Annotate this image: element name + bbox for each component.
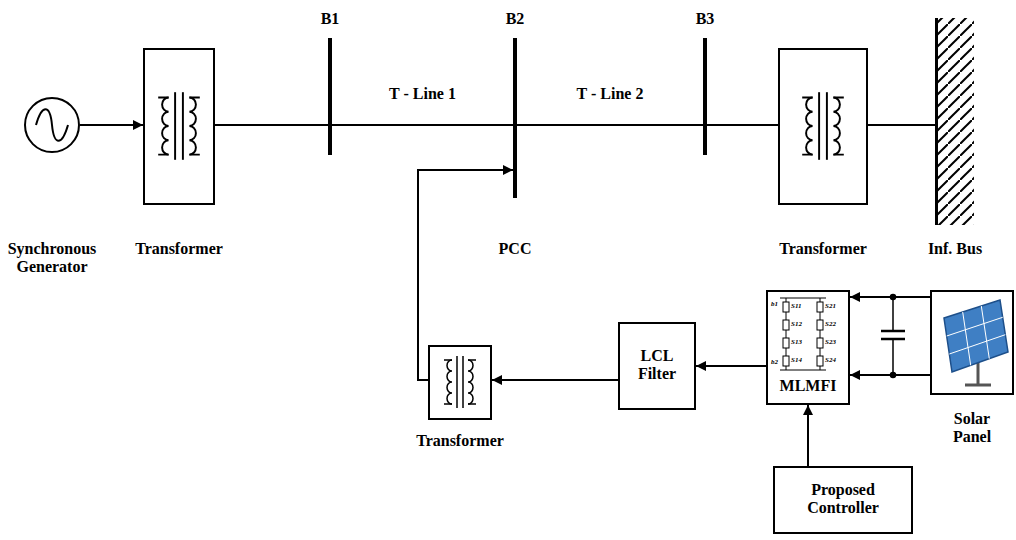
switch-label: S13	[791, 339, 802, 346]
bus-bar: B1	[328, 38, 332, 155]
wire-connector	[517, 124, 703, 126]
node-label: Transformer	[124, 240, 234, 258]
inverter-symbol	[780, 298, 826, 370]
solar-panel-box: Solar Panel	[930, 290, 1014, 395]
wire-connector	[418, 170, 513, 380]
node-label: LCL Filter	[626, 347, 688, 384]
node-label: B3	[685, 10, 725, 28]
node-label: MLMFI	[770, 377, 846, 395]
switch-label: S21	[825, 303, 836, 310]
wire-connector	[332, 124, 513, 126]
switch-label: S23	[825, 339, 836, 346]
terminal-label: b1	[771, 301, 778, 308]
node-sublabel: PCC	[485, 240, 545, 258]
wire-connector	[850, 296, 930, 298]
wire-connector	[215, 124, 328, 126]
wire-connector	[80, 124, 143, 126]
line-label: T - Line 2	[575, 85, 646, 103]
switch-label: S24	[825, 357, 836, 364]
transformer-symbol	[158, 92, 200, 160]
bus-bar: B2PCC	[513, 38, 517, 198]
node-label: Solar Panel	[937, 410, 1007, 447]
wire-connector	[707, 124, 778, 126]
wire-connector	[807, 405, 809, 466]
wire-connector	[492, 379, 618, 381]
transformer-box: Transformer	[778, 48, 868, 205]
infinite-bus: Inf. Bus	[935, 18, 975, 225]
switch-label: S22	[825, 321, 836, 328]
switch-label: S14	[791, 357, 802, 364]
wire-connector	[868, 124, 935, 126]
controller-box: Proposed Controller	[773, 466, 913, 534]
node-label: Proposed Controller	[783, 481, 903, 518]
wire-connector	[696, 365, 766, 367]
node-label: Synchronous Generator	[0, 240, 108, 277]
transformer-symbol	[444, 356, 476, 408]
generator-circle: Synchronous Generator	[24, 97, 80, 153]
node-label: Transformer	[405, 432, 515, 450]
switch-label: S12	[791, 321, 802, 328]
line-label: T - Line 1	[387, 85, 458, 103]
bus-bar: B3	[703, 38, 707, 155]
node-label: Transformer	[768, 240, 878, 258]
solar-panel-picture	[944, 300, 1008, 385]
wire-connector	[850, 374, 930, 376]
filter-box: LCL Filter	[618, 322, 696, 410]
inverter-box: MLMFI	[766, 290, 850, 405]
node-label: Inf. Bus	[910, 240, 1000, 258]
node-label: B1	[310, 10, 350, 28]
ground-hatch	[938, 18, 974, 225]
capacitor-symbol	[881, 295, 905, 378]
transformer-box: Transformer	[143, 48, 215, 205]
switch-label: S11	[791, 303, 802, 310]
transformer-box: Transformer	[428, 345, 492, 420]
node-label: B2	[495, 10, 535, 28]
sine-symbol	[36, 109, 68, 141]
terminal-label: b2	[771, 359, 778, 366]
transformer-symbol	[802, 92, 844, 160]
